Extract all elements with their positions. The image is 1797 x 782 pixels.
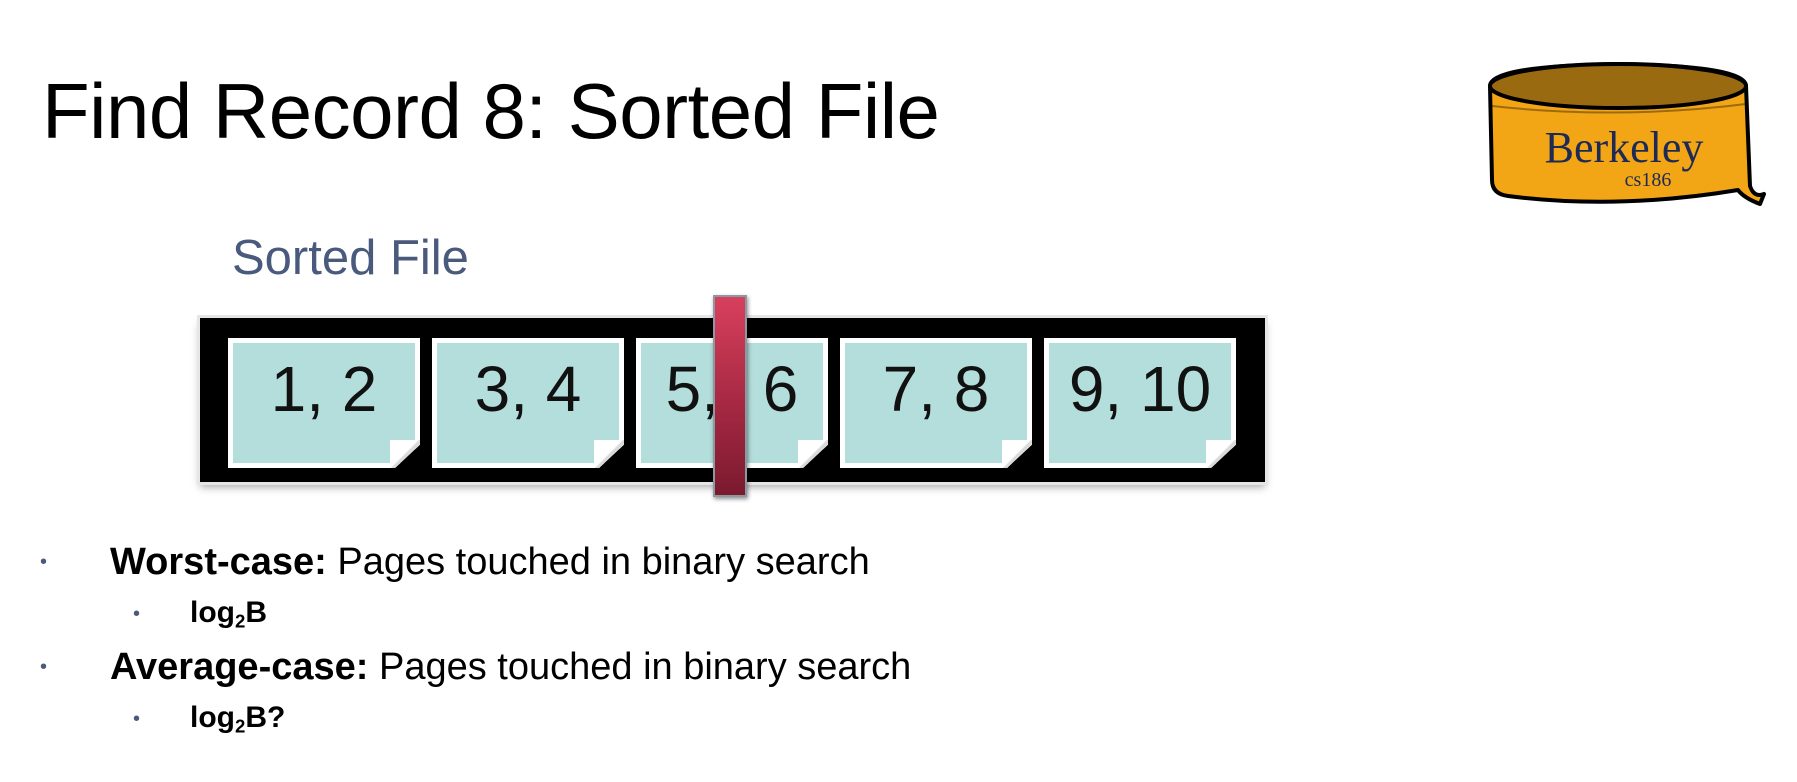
file-page: 1, 2 (228, 338, 420, 468)
bullet-average-case-formula: log2B? (190, 701, 286, 737)
page-records: 1, 2 (270, 353, 378, 425)
berkeley-cs186-logo: Berkeley cs186 (1478, 58, 1768, 218)
logo-subtext: cs186 (1625, 169, 1672, 191)
file-page: 3, 4 (432, 338, 624, 468)
bullet-term: Worst-case: (110, 541, 327, 583)
bullet-worst-case: Worst-case: Pages touched in binary sear… (110, 543, 870, 581)
file-page: 7, 8 (840, 338, 1032, 468)
slide-title: Find Record 8: Sorted File (42, 67, 940, 155)
bullet-icon: • (133, 603, 141, 625)
bullet-icon: • (133, 708, 141, 730)
bullet-text: Pages touched in binary search (326, 541, 870, 583)
file-page: 9, 10 (1044, 338, 1236, 468)
page-fold-icon (1002, 440, 1032, 468)
page-fold-icon (594, 440, 624, 468)
page-records: 9, 10 (1068, 353, 1212, 425)
page-records: 3, 4 (474, 353, 582, 425)
page-fold-icon (390, 440, 420, 468)
bullet-icon: • (40, 551, 48, 573)
bullet-term: Average-case: (110, 646, 369, 688)
page-records: 7, 8 (882, 353, 990, 425)
bullet-average-case: Average-case: Pages touched in binary se… (110, 648, 911, 686)
page-fold-icon (1206, 440, 1236, 468)
binary-search-midpoint-marker (713, 295, 747, 497)
bullet-text: Pages touched in binary search (368, 646, 912, 688)
page-fold-icon (798, 440, 828, 468)
logo-text: Berkeley (1545, 123, 1704, 172)
sorted-file-label: Sorted File (232, 231, 469, 285)
bullet-worst-case-formula: log2B (190, 596, 268, 632)
sorted-file-strip: 1, 2 3, 4 5, 6 7, 8 9, 10 (200, 318, 1265, 482)
bullet-icon: • (40, 656, 48, 678)
